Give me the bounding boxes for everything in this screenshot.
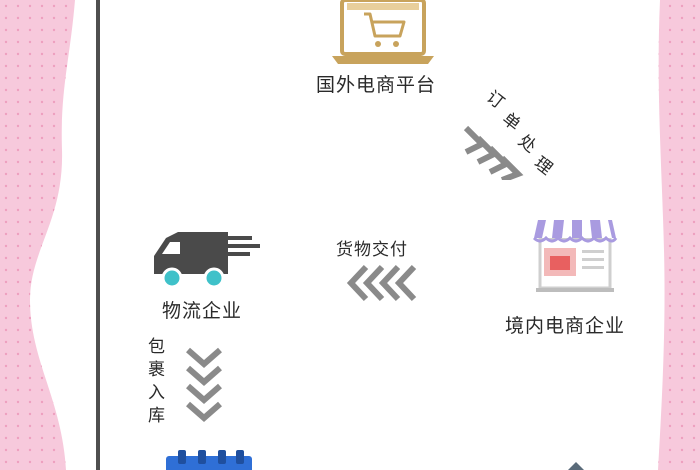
package-storage-label: 包 裹 入 库 [148,336,166,428]
corner-shape [568,462,584,470]
storefront-icon [532,220,618,292]
order-char-1: 订 [482,87,509,114]
delivery-truck-icon [154,232,260,289]
order-char-4: 理 [530,153,557,180]
package-char-4: 库 [148,406,166,426]
package-char-1: 包 [148,337,166,357]
chevron-down-icon [186,347,222,422]
chevron-down-right-icon [463,125,524,180]
overseas-platform-label: 国外电商平台 [316,74,437,96]
domestic-company-label: 境内电商企业 [505,315,626,337]
package-char-3: 入 [148,383,166,403]
frame-line [96,0,100,470]
left-pink-band [0,0,75,470]
chevron-left-icon [346,264,417,302]
calendar-icon [166,450,252,470]
logistics-label: 物流企业 [162,300,243,322]
right-pink-band [658,0,700,470]
package-char-2: 裹 [148,360,166,380]
laptop-cart-icon [332,0,434,64]
goods-delivery-label: 货物交付 [336,240,408,260]
